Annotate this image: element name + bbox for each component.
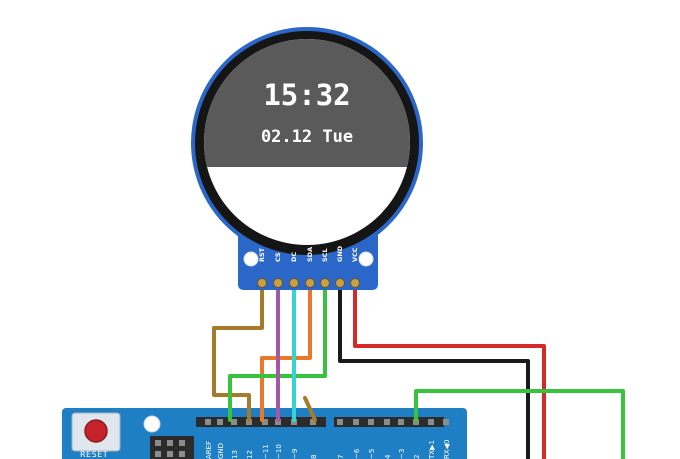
header-pin-label: ~5 bbox=[368, 449, 376, 459]
header-pin-label: GND bbox=[217, 443, 225, 459]
mount-hole-left bbox=[243, 251, 259, 267]
header-pin-socket[interactable] bbox=[217, 419, 223, 425]
header-pin-socket[interactable] bbox=[262, 419, 268, 425]
wire-gnd bbox=[338, 281, 530, 459]
reset-label: RESET bbox=[80, 450, 108, 459]
header-pin-socket[interactable] bbox=[310, 419, 316, 425]
header-pin-label: 8 bbox=[310, 455, 318, 459]
header-pin-socket[interactable] bbox=[353, 419, 359, 425]
header-pin-socket[interactable] bbox=[231, 419, 237, 425]
header-pin-label: 4 bbox=[384, 454, 392, 459]
header-pin-label: ~11 bbox=[262, 444, 270, 459]
module-pin-label-cs: CS bbox=[274, 252, 282, 262]
header-pin-label: ~3 bbox=[398, 449, 406, 459]
module-pin-pad-scl bbox=[320, 278, 330, 288]
header-pin-label: AREF bbox=[205, 441, 213, 459]
module-pin-pad-cs bbox=[273, 278, 283, 288]
arduino-board: RESET AREF GND 13 12 ~11 ~10 ~9 8 7 ~6 ~5 4 ~3 2 TX▶1 R… bbox=[62, 408, 467, 459]
reset-button-cap bbox=[84, 419, 108, 443]
module-pin-pad-rst bbox=[257, 278, 267, 288]
module-pin-labels: RST CS DC SDA SCL GND VCC bbox=[258, 245, 359, 262]
wire-sda bbox=[260, 281, 312, 422]
header-pin-label: 2 bbox=[413, 455, 421, 459]
round-lcd-module: 15:32 02.12 Tue RST CS DC SDA SCL GND VCC bbox=[191, 27, 423, 290]
header-pin-socket[interactable] bbox=[205, 419, 211, 425]
header-pin-socket[interactable] bbox=[443, 419, 449, 425]
wire-pin8 bbox=[303, 396, 317, 422]
clock-date: 02.12 Tue bbox=[261, 127, 353, 147]
header-pin-label: 12 bbox=[246, 450, 254, 459]
module-pin-label-dc: DC bbox=[290, 252, 298, 262]
header-pin-socket[interactable] bbox=[368, 419, 374, 425]
header-pin-socket[interactable] bbox=[428, 419, 434, 425]
header-pin-socket[interactable] bbox=[398, 419, 404, 425]
module-pin-pad-vcc bbox=[350, 278, 360, 288]
module-pin-pad-gnd bbox=[335, 278, 345, 288]
reset-button[interactable] bbox=[71, 412, 121, 452]
wire-vcc bbox=[353, 281, 546, 459]
header-pin-label: TX▶1 bbox=[428, 440, 436, 459]
header-left bbox=[196, 417, 326, 427]
header-label-row: AREF GND 13 12 ~11 ~10 ~9 8 7 ~6 ~5 4 ~3 2 TX▶1 RX◀0 bbox=[205, 440, 451, 459]
header-pin-label: 13 bbox=[231, 450, 239, 459]
module-pin-pad-dc bbox=[289, 278, 299, 288]
module-pin-label-sda: SDA bbox=[306, 247, 314, 262]
module-pin-pads bbox=[257, 278, 360, 288]
module-pin-label-scl: SCL bbox=[321, 248, 329, 262]
mounting-hole bbox=[143, 415, 161, 433]
module-pin-label-vcc: VCC bbox=[351, 247, 359, 262]
clock-time: 15:32 bbox=[263, 78, 350, 112]
header-pin-label: 7 bbox=[337, 455, 345, 459]
header-pin-socket[interactable] bbox=[384, 419, 390, 425]
header-pin-label: ~10 bbox=[275, 444, 283, 459]
module-pin-pad-sda bbox=[305, 278, 315, 288]
wires bbox=[212, 281, 625, 459]
wire-pin2 bbox=[414, 389, 625, 459]
header-pin-label: RX◀0 bbox=[443, 440, 451, 459]
header-pin-socket[interactable] bbox=[337, 419, 343, 425]
header-pin-label: ~6 bbox=[353, 448, 361, 459]
icsp-pins bbox=[155, 440, 185, 457]
header-pin-label: ~9 bbox=[291, 449, 299, 459]
wire-rst bbox=[212, 281, 264, 422]
mount-hole-right bbox=[358, 251, 374, 267]
module-pin-label-rst: RST bbox=[258, 247, 266, 262]
module-pin-label-gnd: GND bbox=[336, 245, 344, 262]
